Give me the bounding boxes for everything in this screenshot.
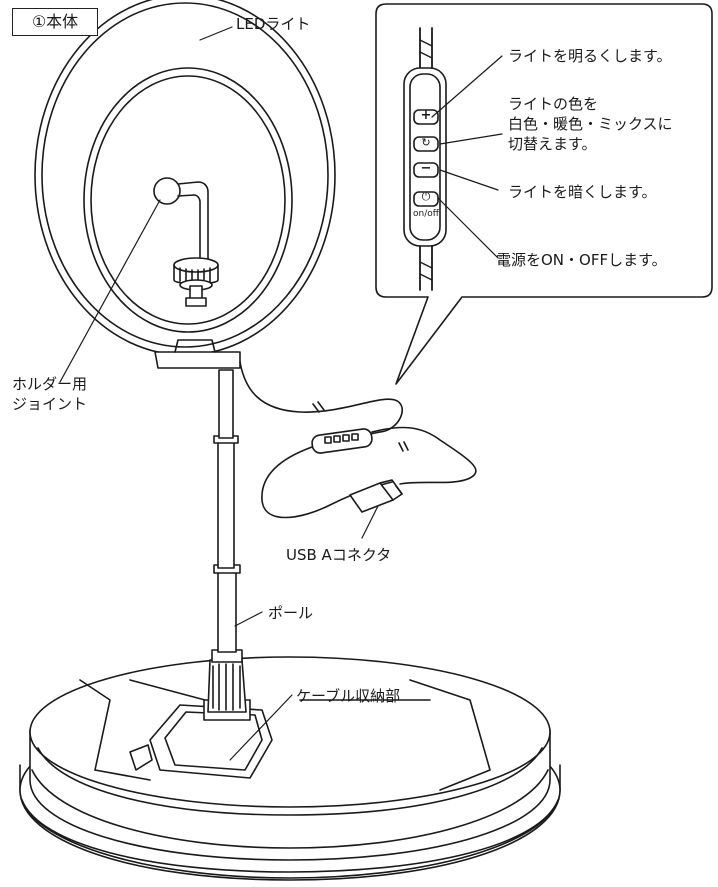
power-icon[interactable]: ⏻ (421, 190, 431, 203)
minus-icon[interactable]: − (420, 161, 432, 176)
label-cable-storage: ケーブル収納部 (296, 687, 401, 705)
label-holder-joint-line2: ジョイント (12, 395, 88, 413)
callout-color-switch-line3: 切替えます。 (508, 135, 597, 153)
callout-brighten: ライトを明るくします。 (508, 47, 672, 65)
label-pole: ポール (268, 604, 314, 622)
base (19, 656, 561, 881)
plus-icon[interactable]: + (420, 108, 432, 123)
power-caption: on/off (413, 209, 439, 219)
label-usb-connector: USB Aコネクタ (286, 546, 392, 564)
usb-connector (349, 479, 403, 513)
leader-lines (59, 26, 503, 761)
cable (239, 361, 477, 519)
callout-dim: ライトを暗くします。 (508, 183, 657, 201)
callout-box (375, 3, 713, 385)
color-cycle-icon[interactable]: ↻ (421, 136, 431, 149)
callout-color-switch: ライトの色を 白色・暖色・ミックスに 切替えます。 (508, 94, 673, 154)
label-holder-joint-line1: ホルダー用 (12, 375, 88, 393)
callout-power: 電源をON・OFFします。 (496, 251, 667, 269)
section-title: ①本体 (12, 8, 98, 36)
callout-color-switch-line1: ライトの色を (508, 95, 599, 113)
ring-light (34, 0, 336, 369)
label-led-light: LEDライト (236, 15, 311, 33)
pole (203, 369, 251, 721)
holder-joint (153, 177, 219, 307)
callout-color-switch-line2: 白色・暖色・ミックスに (508, 115, 673, 133)
label-holder-joint: ホルダー用 ジョイント (12, 374, 87, 414)
